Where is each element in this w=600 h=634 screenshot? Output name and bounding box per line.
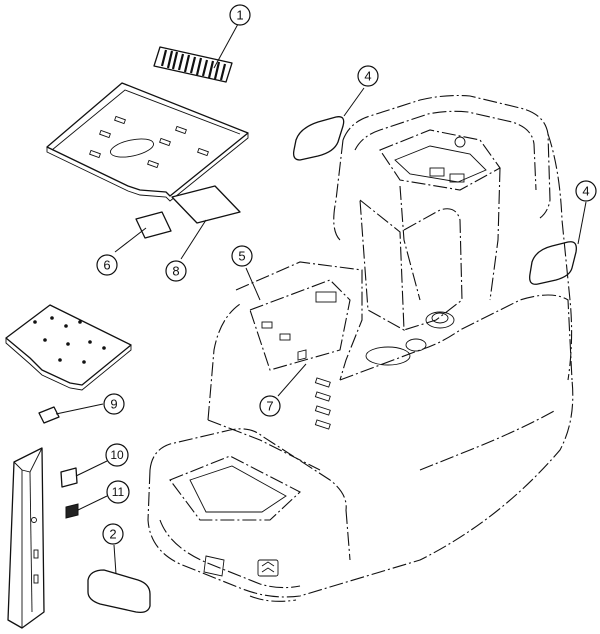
callout-4-left: 4 [357,65,379,87]
callout-6: 6 [96,254,118,276]
part-9 [38,406,60,424]
callout-9-number: 9 [110,397,117,412]
callout-9: 9 [103,393,125,415]
decal-8 [171,185,241,224]
callout-8: 8 [165,260,187,282]
callout-5-number: 5 [238,249,245,264]
callout-7: 7 [259,395,281,417]
callout-4-right-number: 4 [582,184,589,199]
machine-body [147,94,574,602]
callout-5: 5 [231,245,253,267]
barcode-decal [153,46,233,83]
callout-2-number: 2 [109,527,116,542]
floor-mat-plate [46,82,249,202]
callout-7-number: 7 [266,399,273,414]
decal-6 [135,211,172,239]
decal-4-left [292,116,345,161]
callout-6-number: 6 [103,258,110,273]
leader-lines [55,23,587,575]
side-bracket [7,447,45,629]
callout-11-number: 11 [112,485,125,499]
part-11 [65,503,79,519]
part-10 [60,467,78,488]
callout-10-number: 10 [110,448,124,462]
callout-10: 10 [105,443,129,467]
callout-1: 1 [229,4,251,26]
callout-4-left-number: 4 [364,69,371,84]
callout-2: 2 [102,523,124,545]
decal-2 [87,569,151,614]
callout-11: 11 [106,480,130,504]
callout-4-right: 4 [575,180,597,202]
callout-8-number: 8 [172,264,179,279]
cover-plate [5,304,132,391]
decal-4-right [529,241,577,285]
callout-1-number: 1 [236,8,243,23]
